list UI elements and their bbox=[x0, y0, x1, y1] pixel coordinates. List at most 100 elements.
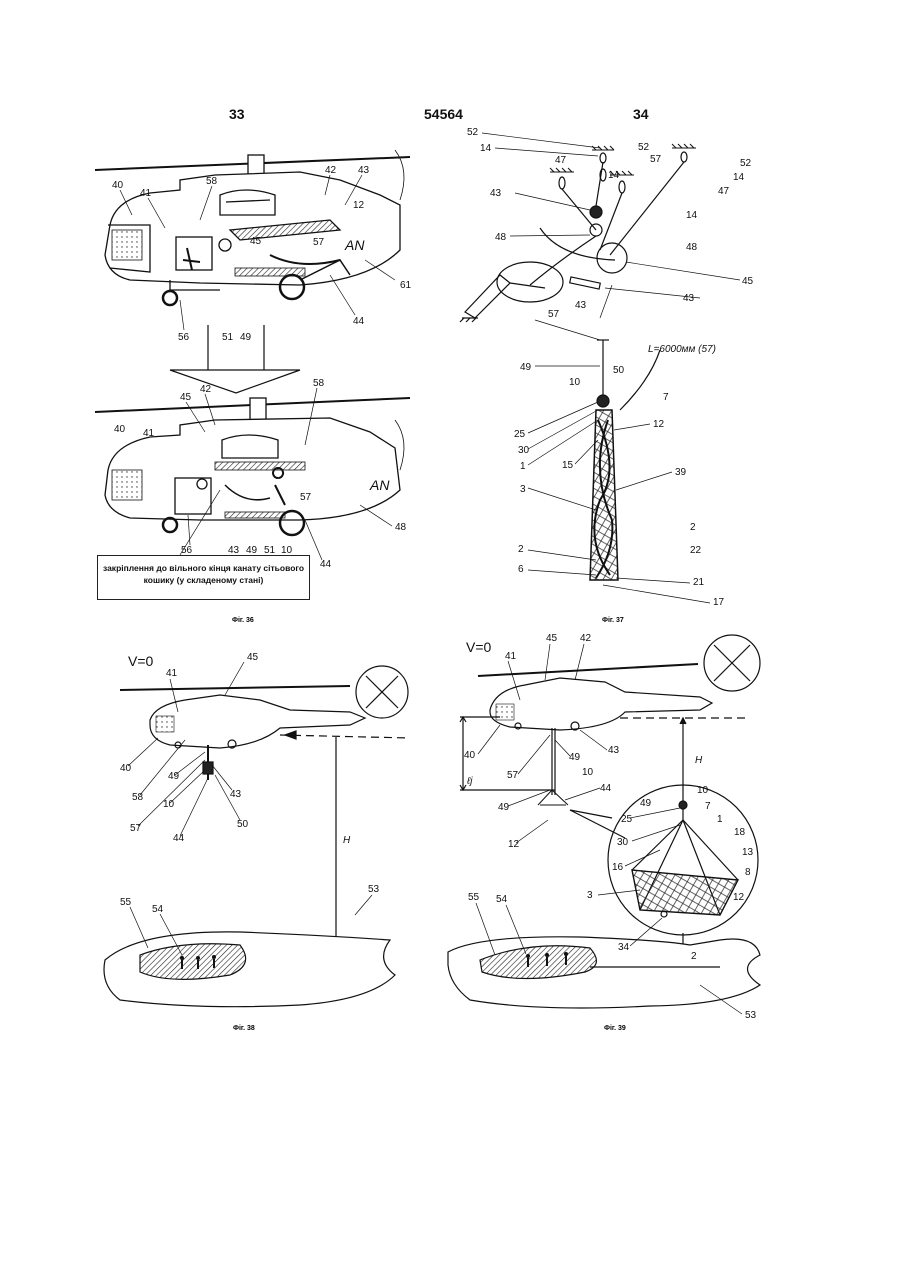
svg-text:47: 47 bbox=[555, 155, 567, 166]
svg-text:25: 25 bbox=[621, 814, 633, 825]
svg-text:14: 14 bbox=[608, 170, 620, 181]
svg-text:12: 12 bbox=[353, 200, 365, 211]
svg-text:40: 40 bbox=[464, 750, 476, 761]
fig37-caption: Фіг. 37 bbox=[602, 616, 624, 624]
svg-text:43: 43 bbox=[230, 789, 242, 800]
svg-text:52: 52 bbox=[638, 142, 650, 153]
svg-text:44: 44 bbox=[173, 833, 185, 844]
svg-text:43: 43 bbox=[608, 745, 620, 756]
svg-text:10: 10 bbox=[569, 377, 581, 388]
fig36-caption: Фіг. 36 bbox=[232, 616, 254, 624]
svg-text:18: 18 bbox=[734, 827, 746, 838]
svg-text:42: 42 bbox=[200, 384, 212, 395]
svg-text:14: 14 bbox=[480, 143, 492, 154]
svg-text:30: 30 bbox=[518, 445, 530, 456]
svg-text:3: 3 bbox=[520, 484, 526, 495]
fig39-speed: V=0 bbox=[466, 639, 492, 655]
svg-text:44: 44 bbox=[320, 559, 332, 570]
svg-text:58: 58 bbox=[313, 378, 325, 389]
fig36-transition-arrow bbox=[170, 325, 300, 393]
svg-text:57: 57 bbox=[507, 770, 519, 781]
svg-text:8: 8 bbox=[745, 867, 751, 878]
svg-text:49: 49 bbox=[498, 802, 510, 813]
svg-text:56: 56 bbox=[178, 332, 190, 343]
svg-text:2: 2 bbox=[691, 951, 697, 962]
svg-text:45: 45 bbox=[250, 236, 262, 247]
svg-text:14: 14 bbox=[733, 172, 745, 183]
fig39-caption: Фіг. 39 bbox=[604, 1024, 626, 1032]
svg-text:43: 43 bbox=[490, 188, 502, 199]
svg-text:40: 40 bbox=[114, 424, 126, 435]
svg-text:42: 42 bbox=[580, 633, 592, 644]
fig36-helicopter-bottom: AN bbox=[95, 398, 410, 535]
fig39-lj: ℓj bbox=[466, 776, 473, 787]
svg-text:39: 39 bbox=[675, 467, 687, 478]
svg-text:21: 21 bbox=[693, 577, 705, 588]
svg-text:49: 49 bbox=[569, 752, 581, 763]
svg-text:49: 49 bbox=[240, 332, 252, 343]
svg-text:41: 41 bbox=[166, 668, 178, 679]
svg-text:15: 15 bbox=[562, 460, 574, 471]
svg-text:14: 14 bbox=[686, 210, 698, 221]
svg-text:53: 53 bbox=[368, 884, 380, 895]
svg-text:52: 52 bbox=[740, 158, 752, 169]
fig38-speed: V=0 bbox=[128, 653, 154, 669]
svg-text:55: 55 bbox=[468, 892, 480, 903]
svg-text:22: 22 bbox=[690, 545, 702, 556]
svg-text:53: 53 bbox=[745, 1010, 757, 1021]
svg-text:58: 58 bbox=[206, 176, 218, 187]
svg-text:43: 43 bbox=[358, 165, 370, 176]
svg-text:54: 54 bbox=[152, 904, 164, 915]
svg-text:43: 43 bbox=[683, 293, 695, 304]
svg-text:2: 2 bbox=[690, 522, 696, 533]
svg-text:16: 16 bbox=[612, 862, 624, 873]
svg-text:42: 42 bbox=[325, 165, 337, 176]
svg-text:52: 52 bbox=[467, 127, 479, 138]
svg-text:7: 7 bbox=[705, 801, 711, 812]
svg-text:10: 10 bbox=[697, 785, 709, 796]
fig38-labels: V=0 41 45 40 58 49 43 57 10 50 44 53 55 … bbox=[120, 652, 380, 915]
svg-text:10: 10 bbox=[582, 767, 594, 778]
svg-text:57: 57 bbox=[548, 309, 560, 320]
svg-text:61: 61 bbox=[400, 280, 412, 291]
svg-text:49: 49 bbox=[640, 798, 652, 809]
fig39-helicopter bbox=[448, 635, 760, 1008]
svg-text:40: 40 bbox=[112, 180, 124, 191]
svg-text:50: 50 bbox=[613, 365, 625, 376]
svg-text:AN: AN bbox=[369, 477, 390, 493]
svg-text:57: 57 bbox=[650, 154, 662, 165]
fig37-rigging bbox=[460, 144, 696, 580]
svg-text:2: 2 bbox=[518, 544, 524, 555]
svg-text:48: 48 bbox=[495, 232, 507, 243]
svg-text:6: 6 bbox=[518, 564, 524, 575]
svg-text:AN: AN bbox=[344, 237, 365, 253]
svg-text:1: 1 bbox=[520, 461, 526, 472]
svg-text:41: 41 bbox=[505, 651, 517, 662]
svg-text:57: 57 bbox=[300, 492, 312, 503]
fig36-note-box: закріплення до вільного кінця канату сіт… bbox=[97, 555, 310, 600]
fig39-height: H bbox=[695, 755, 703, 766]
svg-text:48: 48 bbox=[395, 522, 407, 533]
svg-text:41: 41 bbox=[143, 428, 155, 439]
svg-text:12: 12 bbox=[733, 892, 745, 903]
svg-text:41: 41 bbox=[140, 188, 152, 199]
svg-text:43: 43 bbox=[575, 300, 587, 311]
svg-text:25: 25 bbox=[514, 429, 526, 440]
svg-text:12: 12 bbox=[653, 419, 665, 430]
svg-text:54: 54 bbox=[496, 894, 508, 905]
fig38-caption: Фіг. 38 bbox=[233, 1024, 255, 1032]
svg-text:45: 45 bbox=[546, 633, 558, 644]
svg-text:47: 47 bbox=[718, 186, 730, 197]
svg-text:44: 44 bbox=[353, 316, 365, 327]
svg-text:13: 13 bbox=[742, 847, 754, 858]
svg-text:57: 57 bbox=[313, 237, 325, 248]
fig37-dimension: L=6000мм (57) bbox=[648, 344, 716, 355]
svg-text:51: 51 bbox=[222, 332, 234, 343]
svg-text:45: 45 bbox=[180, 392, 192, 403]
svg-text:1: 1 bbox=[717, 814, 723, 825]
svg-text:58: 58 bbox=[132, 792, 144, 803]
svg-text:12: 12 bbox=[508, 839, 520, 850]
fig38-height: H bbox=[343, 835, 351, 846]
svg-text:30: 30 bbox=[617, 837, 629, 848]
